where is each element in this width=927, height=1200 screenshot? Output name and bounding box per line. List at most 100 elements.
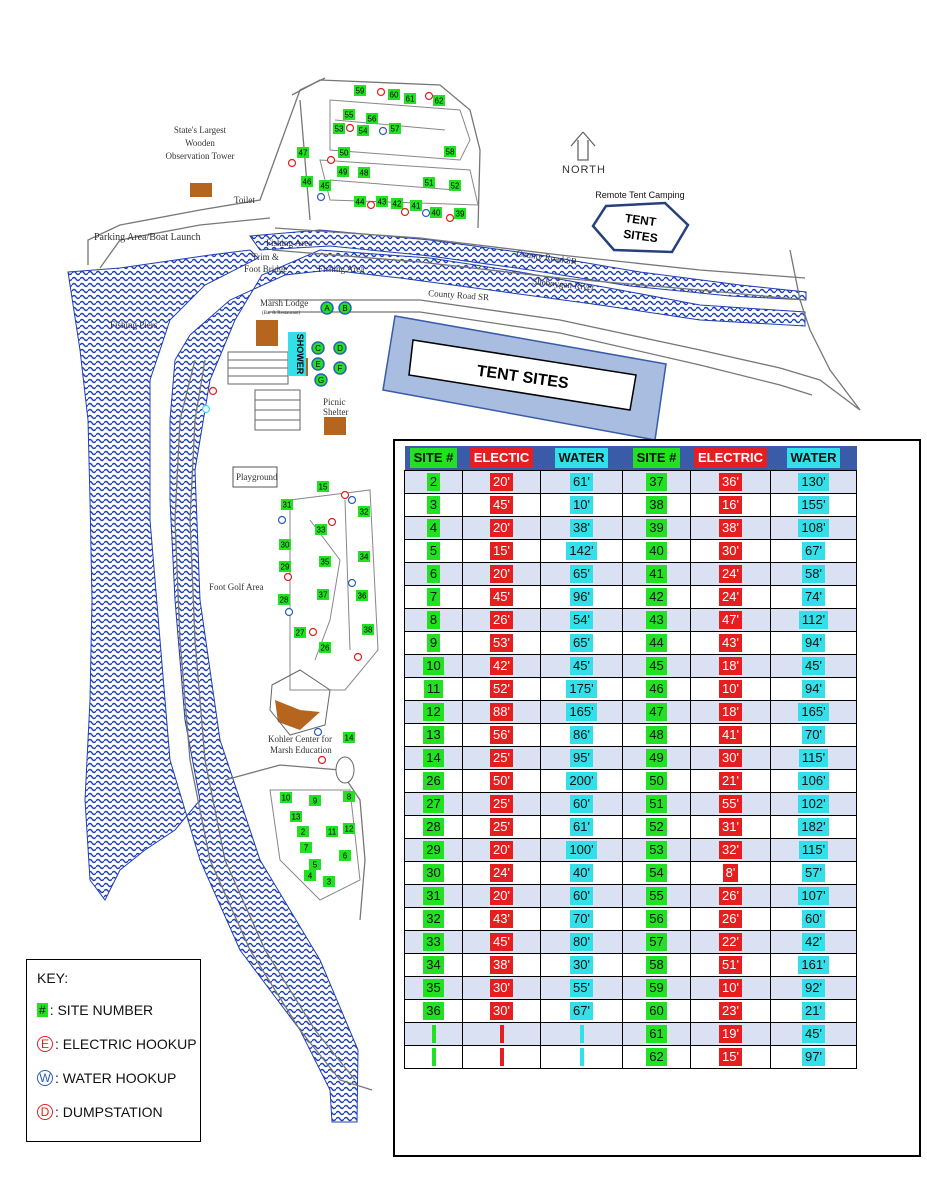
site-marker-label: 4: [308, 872, 313, 881]
hookup-dot: [424, 91, 434, 101]
header-water-2: WATER: [770, 446, 857, 471]
cell-site: 34: [404, 953, 463, 977]
cell-value: 67': [570, 1002, 593, 1020]
cell-electric: 26': [690, 884, 771, 908]
cell-electric: 26': [690, 907, 771, 931]
site-marker-label: 47: [299, 149, 308, 158]
cell-site: 2: [404, 470, 463, 494]
site-marker: 3: [323, 876, 335, 887]
cell-site: 13: [404, 723, 463, 747]
cell-site: 36: [404, 999, 463, 1023]
cell-value: 21': [802, 1002, 825, 1020]
cell-electric: 8': [690, 861, 771, 885]
cell-value: 115': [798, 841, 829, 859]
cell-value: 26': [719, 910, 742, 928]
site-marker-label: 58: [446, 148, 455, 157]
playground-label: Playground: [236, 472, 278, 482]
tower-label-3: Observation Tower: [166, 151, 235, 161]
cell-value: 142': [566, 542, 597, 560]
cell-value: 12: [423, 703, 444, 721]
key-site-row: # : SITE NUMBER: [37, 1002, 153, 1018]
key-dump-text: : DUMPSTATION: [55, 1104, 163, 1120]
cell-value: 45': [802, 1025, 825, 1043]
cell-electric: 24': [690, 562, 771, 586]
site-marker-label: 57: [391, 125, 400, 134]
north-label: NORTH: [562, 164, 606, 176]
cell-value: 42': [490, 657, 513, 675]
site-marker-label: 33: [317, 526, 326, 535]
cell-value: 3: [426, 496, 441, 514]
lodge-marker: C: [311, 341, 325, 355]
hookup-dot: [316, 192, 326, 202]
cell-site: 9: [404, 631, 463, 655]
cell-value: 8: [426, 611, 441, 629]
site-marker: 12: [343, 823, 355, 834]
cell-water: 92': [770, 976, 857, 1000]
cell-water: 54': [540, 608, 623, 632]
cell-value: 58': [802, 565, 825, 583]
hookup-dot: [277, 515, 287, 525]
cell-value: 155': [798, 496, 829, 514]
cell-value: 40': [570, 864, 593, 882]
cell-water: 55': [540, 976, 623, 1000]
roads: [87, 77, 861, 1091]
cell-water: 65': [540, 631, 623, 655]
cell-value: 165': [566, 703, 597, 721]
cell-value: 45': [490, 496, 513, 514]
cell-water: 115': [770, 746, 857, 770]
site-marker: 26: [319, 642, 331, 653]
cell-water: 67': [770, 539, 857, 563]
cell-value: 25': [490, 818, 513, 836]
key-electric-row: E : ELECTRIC HOOKUP: [37, 1036, 197, 1052]
cell-electric: 22': [690, 930, 771, 954]
cell-water: 65': [540, 562, 623, 586]
empty-marker: [579, 1048, 584, 1066]
site-marker: 29: [279, 561, 291, 572]
lodge-marker: E: [311, 357, 325, 371]
cell-site: 5: [404, 539, 463, 563]
cell-electric: 43': [690, 631, 771, 655]
cell-value: 13: [423, 726, 444, 744]
cell-site: [404, 1022, 463, 1046]
cell-value: 55': [570, 979, 593, 997]
cell-water: 45': [770, 654, 857, 678]
cell-water: 200': [540, 769, 623, 793]
remote-tent-text-2: SITES: [622, 227, 658, 246]
cell-electric: 41': [690, 723, 771, 747]
cell-value: 92': [802, 979, 825, 997]
tower-label-2: Wooden: [185, 138, 215, 148]
cell-site: 31: [404, 884, 463, 908]
cell-water: 74': [770, 585, 857, 609]
cell-value: 61': [570, 818, 593, 836]
cell-water: 94': [770, 677, 857, 701]
playground-area: [232, 466, 278, 488]
cell-value: 51': [719, 956, 742, 974]
hookup-dot: [327, 517, 337, 527]
empty-marker: [431, 1025, 436, 1043]
cell-electric: 55': [690, 792, 771, 816]
cell-electric: 10': [690, 976, 771, 1000]
site-marker: 43: [376, 196, 388, 207]
tower-label-1: State's Largest: [174, 125, 227, 135]
site-marker-label: 14: [345, 734, 354, 743]
cell-electric: 36': [690, 470, 771, 494]
cell-value: 65': [570, 565, 593, 583]
cell-value: 86': [570, 726, 593, 744]
water-hookup-icon: W: [37, 1070, 53, 1086]
cell-electric: 21': [690, 769, 771, 793]
site-marker: 54: [357, 125, 369, 136]
cell-water: 96': [540, 585, 623, 609]
cell-value: 10': [719, 979, 742, 997]
remote-tent-text-1: TENT: [624, 211, 658, 229]
site-marker-label: 60: [390, 91, 399, 100]
cell-site: 56: [622, 907, 691, 931]
shower-label: SHOWER: [295, 334, 305, 375]
cell-value: 80': [570, 933, 593, 951]
lodge-marker-label: F: [338, 364, 343, 373]
cell-site: 10: [404, 654, 463, 678]
site-marker: 56: [366, 113, 378, 124]
cell-value: 11: [423, 680, 444, 698]
hookup-dot: [287, 158, 297, 168]
